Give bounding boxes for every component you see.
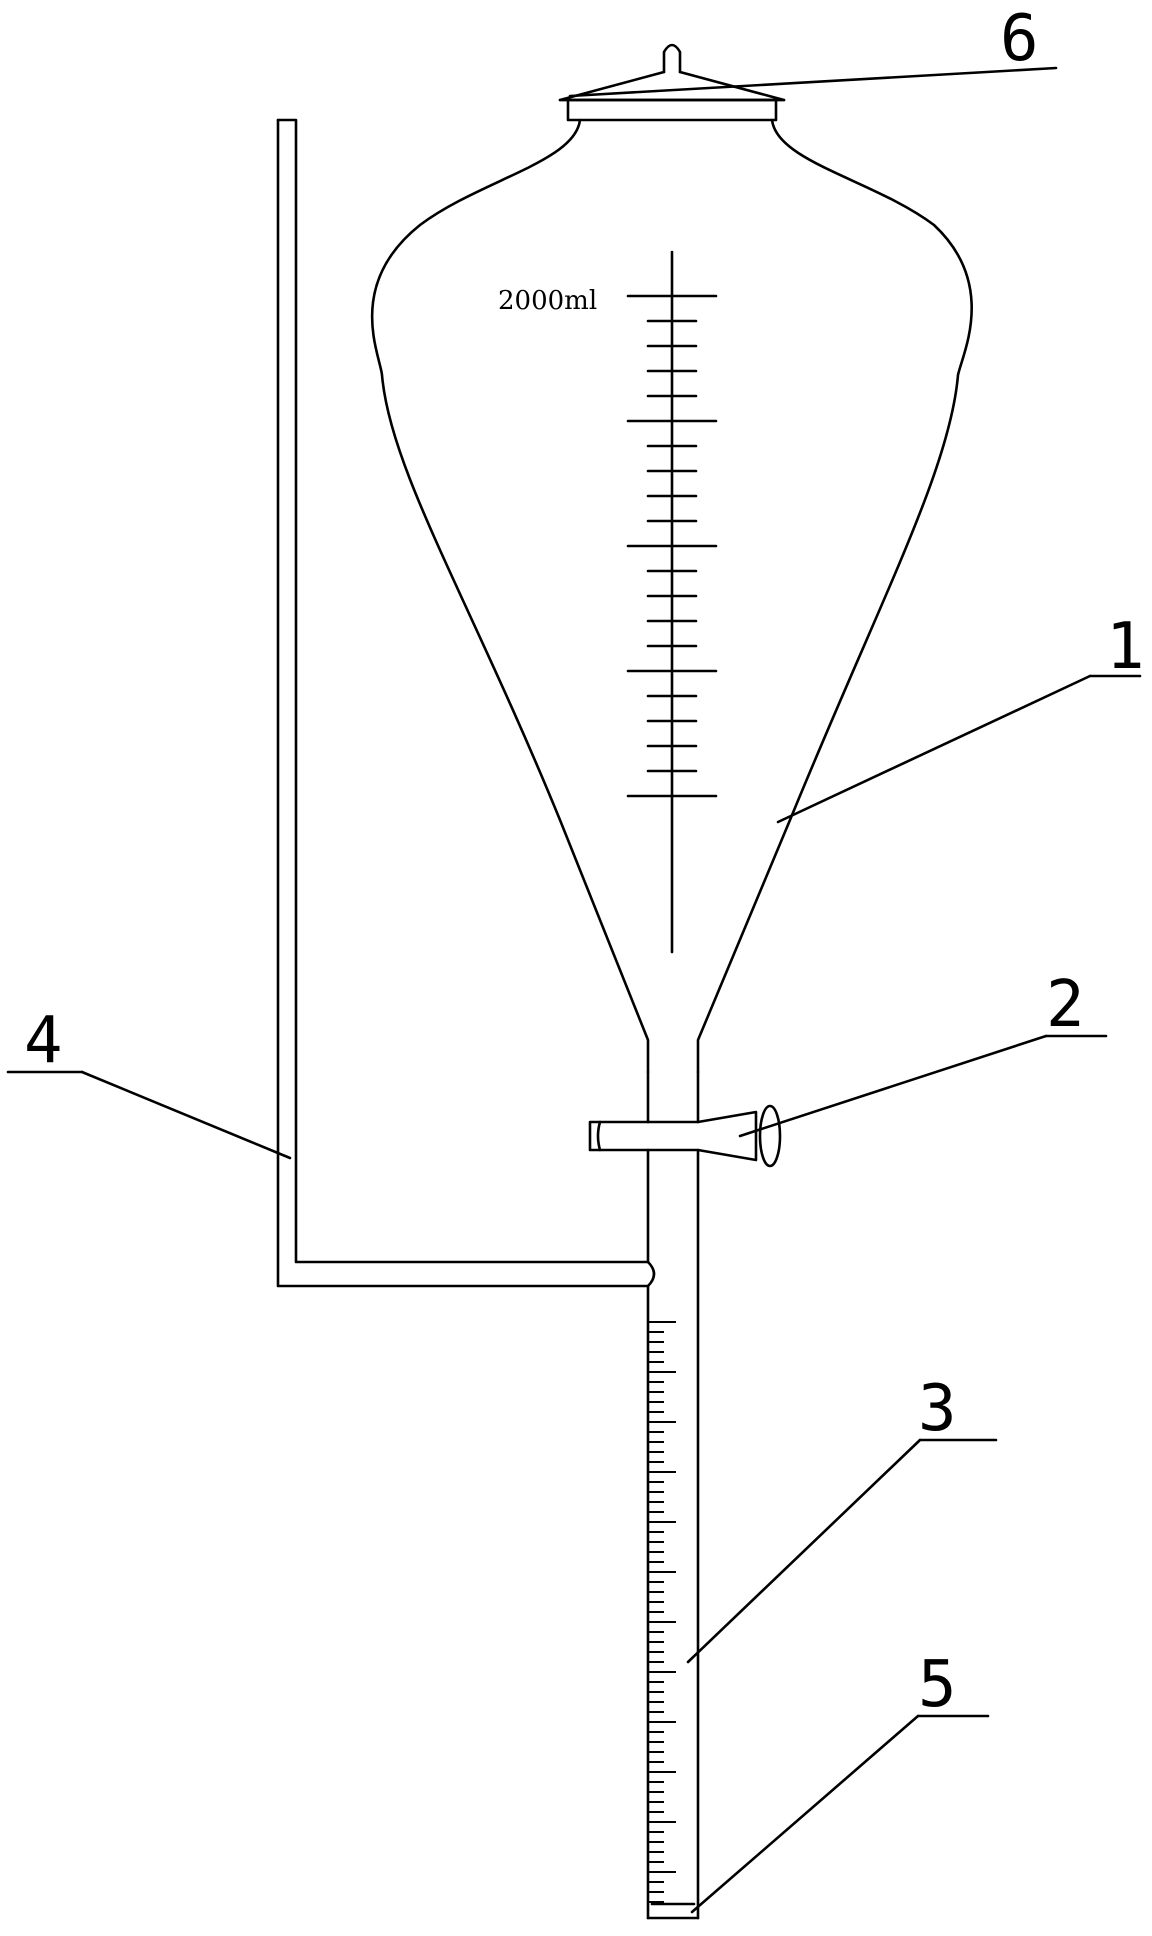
leader-2 <box>738 1034 1048 1138</box>
separatory-funnel-body <box>370 118 973 1074</box>
part-number-1: 1 <box>1106 610 1145 684</box>
tube-bottom <box>646 1902 700 1920</box>
leader-3 <box>686 1438 922 1664</box>
lid <box>558 43 786 122</box>
capacity-label: 2000ml <box>498 286 597 316</box>
leader-1 <box>776 674 1092 824</box>
tube-graduation-scale <box>648 1321 676 1903</box>
part-number-5: 5 <box>918 1648 957 1722</box>
leader-lines <box>6 66 1142 1914</box>
leader-5 <box>690 1714 920 1914</box>
leader-6 <box>568 66 1058 98</box>
part-number-2: 2 <box>1046 968 1085 1042</box>
stopcock <box>588 1104 782 1168</box>
part-number-6: 6 <box>1000 2 1039 76</box>
part-number-3: 3 <box>918 1372 957 1446</box>
side-tube <box>276 118 656 1288</box>
part-numbers: 6 1 2 4 3 5 <box>24 2 1145 1722</box>
part-number-4: 4 <box>24 1004 63 1078</box>
funnel-graduation-scale <box>626 250 718 954</box>
